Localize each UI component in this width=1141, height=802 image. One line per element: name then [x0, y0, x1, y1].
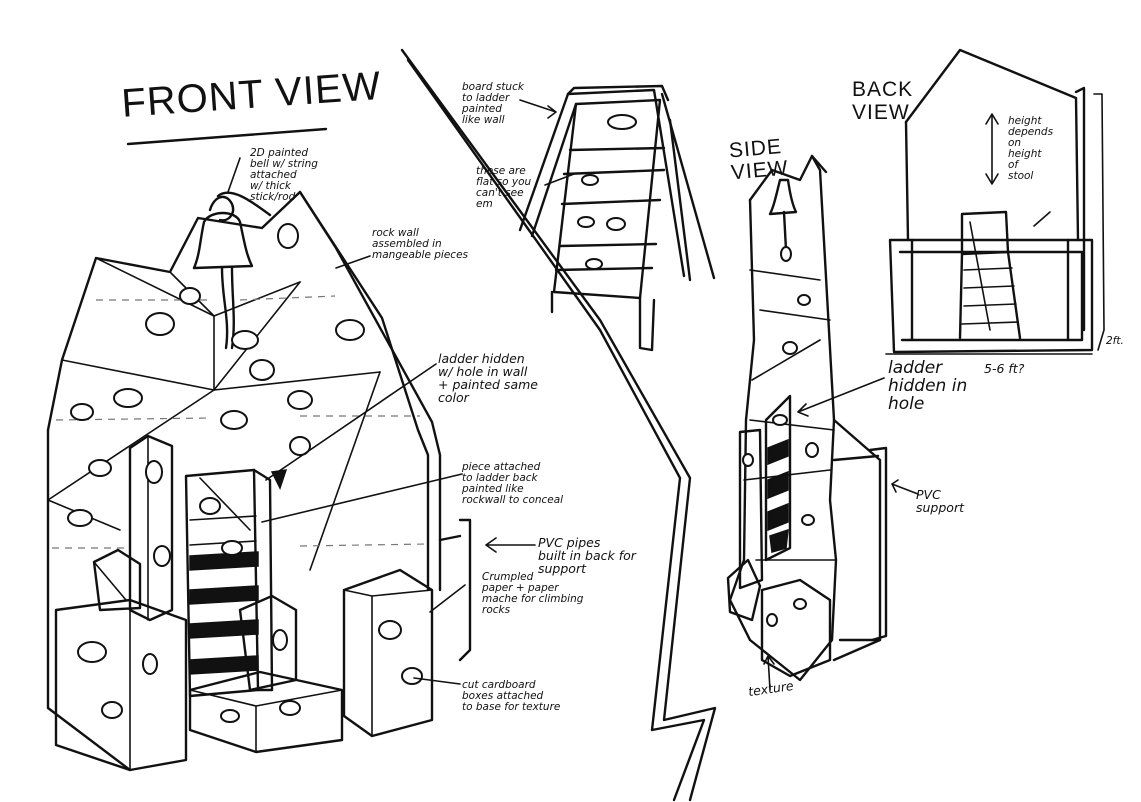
- rock-wall-note: rock wall assembled in mangeable pieces: [372, 227, 469, 262]
- width-note: 5-6 ft?: [984, 361, 1025, 376]
- back-view-title: BACK VIEW: [852, 78, 914, 125]
- ladder-hidden-note: ladder hidden in hole: [888, 358, 968, 414]
- front-view-drawing: [46, 127, 536, 772]
- depth-note: 2ft.: [1106, 335, 1124, 347]
- back-view-drawing: [885, 48, 1105, 355]
- pvc-pipes-note: PVC pipes built in back for support: [538, 535, 636, 577]
- stepladder-drawing: [518, 84, 716, 352]
- side-view-drawing: [726, 154, 919, 691]
- side-view-title: SIDE VIEW: [728, 134, 790, 185]
- pvc-support-note: PVC support: [916, 487, 964, 516]
- cardboard-note: cut cardboard boxes attached to base for…: [462, 679, 561, 714]
- divider-line: [400, 48, 717, 802]
- ladder-front-note: ladder hidden w/ hole in wall + painted …: [438, 351, 538, 406]
- piece-attached-note: piece attached to ladder back painted li…: [462, 461, 564, 507]
- flat-rungs-note: these are flat so you can't see em: [476, 165, 532, 211]
- bell-note: 2D painted bell w/ string attached w/ th…: [250, 147, 318, 204]
- board-stuck-note: board stuck to ladder painted like wall: [462, 81, 524, 127]
- height-note: height depends on height of stool: [1008, 115, 1054, 183]
- crumpled-paper-note: Crumpled paper + paper mache for climbin…: [482, 571, 584, 617]
